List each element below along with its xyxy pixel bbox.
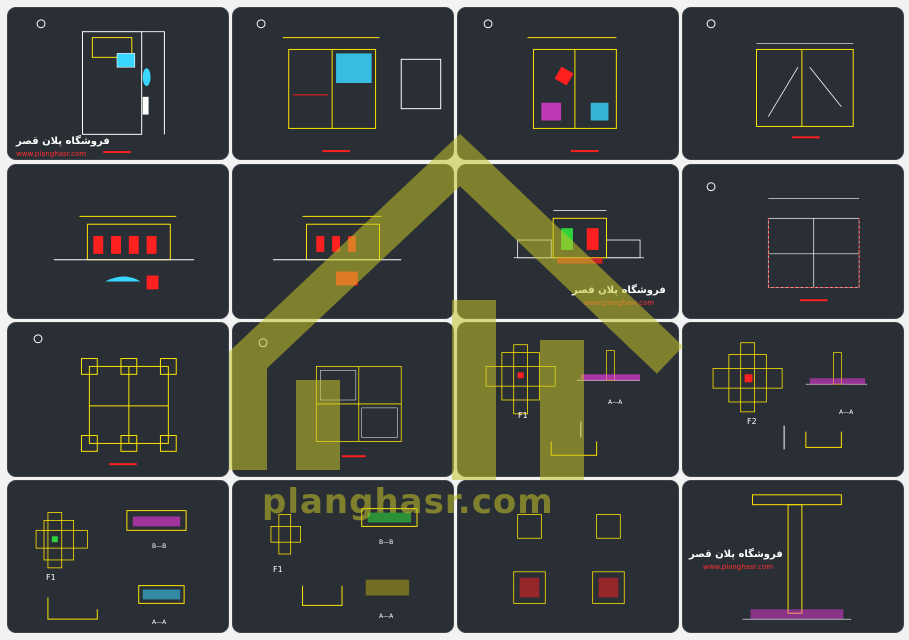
panel-wall-section[interactable]: فروشگاه پلان قصر www.planghasr.com (682, 480, 904, 633)
panel-footing-f1[interactable]: F1 A—A (457, 322, 679, 477)
label-section-aa-4: A—A (379, 613, 394, 620)
label-f2: F2 (747, 417, 757, 426)
footing-f1-drawing (485, 344, 641, 456)
panel-column-plan[interactable] (232, 322, 454, 477)
panel-front-elevation[interactable] (7, 164, 229, 319)
panel-column-details[interactable] (457, 480, 679, 633)
brand-name-3: فروشگاه پلان قصر (689, 549, 783, 560)
brand-url: www.planghasr.com (16, 150, 87, 158)
panel-furniture-plan[interactable] (457, 7, 679, 160)
brand-url-3: www.planghasr.com (703, 563, 774, 571)
axis-grid-drawing (706, 182, 860, 302)
roof-plan-drawing (706, 19, 854, 139)
column-plan-drawing (258, 338, 402, 458)
label-f1: F1 (518, 411, 528, 420)
panel-footing-detail-2[interactable]: F1 B—B A—A (232, 480, 454, 633)
label-section-bb: B—B (152, 543, 167, 550)
label-section-aa-3: A—A (152, 619, 167, 626)
panel-section-elevation[interactable]: فروشگاه پلان قصر www.planghasr.com (457, 164, 679, 319)
label-f1-3: F1 (273, 565, 283, 574)
furniture-plan-drawing (483, 19, 617, 153)
panel-roof-plan[interactable] (682, 7, 904, 160)
footing-detail-2-drawing (270, 508, 418, 606)
label-section-aa: A—A (608, 399, 623, 406)
brand-name: فروشگاه پلان قصر (16, 136, 110, 147)
panel-footing-f2[interactable]: F2 A—A (682, 322, 904, 477)
label-section-aa-2: A—A (839, 409, 854, 416)
panel-site-plan[interactable]: فروشگاه پلان قصر www.planghasr.com (7, 7, 229, 160)
column-details-drawing (513, 514, 625, 604)
brand-url-2: www.planghasr.com (584, 299, 655, 307)
watermark-text: planghasr.com (262, 482, 554, 522)
foundation-plan-drawing (33, 334, 177, 466)
label-section-bb-2: B—B (379, 539, 394, 546)
panel-side-elevation[interactable] (232, 164, 454, 319)
panel-axis-grid[interactable] (682, 164, 904, 319)
label-f1-2: F1 (46, 573, 56, 582)
panel-foundation-plan[interactable] (7, 322, 229, 477)
front-elevation-drawing (53, 215, 195, 290)
brand-name-2: فروشگاه پلان قصر (572, 285, 666, 296)
panel-ground-floor-plan[interactable] (232, 7, 454, 160)
footing-detail-1-drawing (35, 510, 187, 620)
panel-footing-detail-1[interactable]: F1 B—B A—A (7, 480, 229, 633)
footing-f2-drawing (712, 342, 868, 450)
wall-section-drawing (742, 494, 852, 620)
floor-plan-drawing (256, 19, 442, 153)
side-elevation-drawing (272, 215, 402, 286)
site-plan-drawing (36, 19, 165, 154)
